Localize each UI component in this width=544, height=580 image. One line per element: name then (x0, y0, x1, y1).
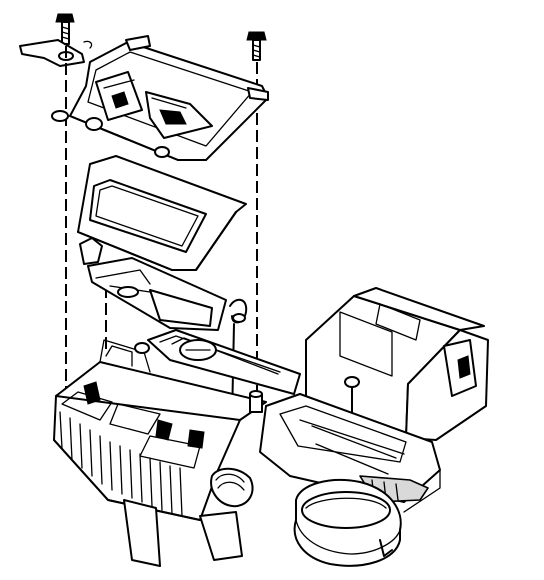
filter-cover (77, 155, 247, 271)
blower-motor (147, 329, 301, 508)
upper-cover (51, 35, 269, 161)
alignment-lines (65, 46, 258, 400)
screw-right (246, 31, 267, 61)
filter-element (79, 237, 227, 331)
bracket (19, 39, 93, 67)
hvac-module-housing (53, 339, 267, 567)
heater-case (259, 287, 489, 567)
